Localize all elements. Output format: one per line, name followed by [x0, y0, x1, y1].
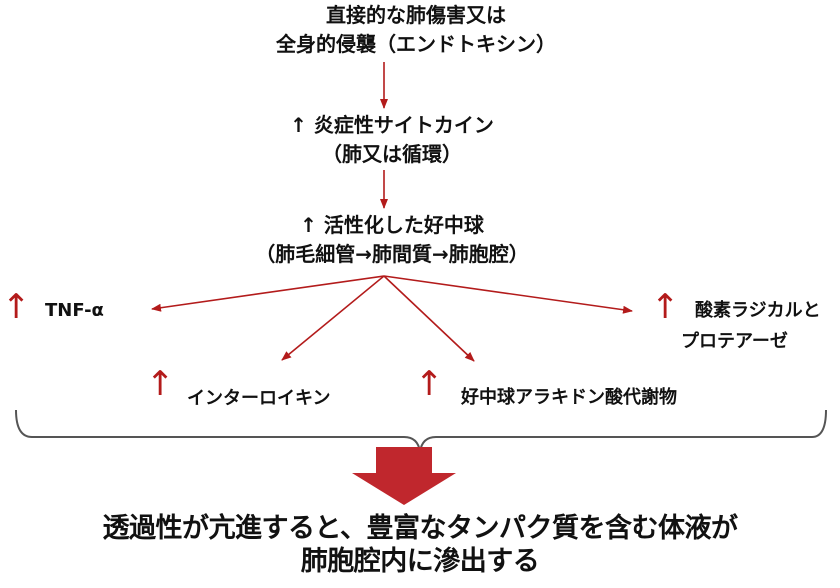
big-down-arrow — [352, 447, 456, 505]
neutrophils-line2: （肺毛細管→肺間質→肺胞腔） — [255, 242, 529, 266]
interleukin-label: インターロイキン — [187, 388, 331, 409]
arrow-to-tnf — [151, 275, 385, 312]
grouping-brace — [15, 409, 827, 453]
radicals-line1: 酸素ラジカルと — [695, 300, 821, 321]
arachidonic-label: 好中球アラキドン酸代謝物 — [461, 387, 677, 408]
conclusion-text: 透過性が亢進すると、豊富なタンパク質を含む体液が 肺胞腔内に滲出する — [103, 515, 738, 575]
cytokines-line1: ↑ 炎症性サイトカイン — [290, 113, 494, 137]
injury-line2: 全身的侵襲（エンドトキシン） — [276, 32, 556, 56]
arachidonic-up-arrow-icon: ↑ — [415, 364, 444, 404]
tnf-label: TNF-α — [45, 300, 104, 321]
conclusion-line1: 透過性が亢進すると、豊富なタンパク質を含む体液が — [102, 513, 738, 544]
arrow-to-arachidonic — [383, 275, 475, 362]
arrow-to-interleukin — [281, 275, 385, 361]
conclusion-line2: 肺胞腔内に滲出する — [300, 546, 540, 577]
arrow-to-radicals — [383, 275, 633, 314]
tnf-up-arrow-icon: ↑ — [2, 287, 31, 327]
cytokines-node: ↑ 炎症性サイトカイン （肺又は循環） — [290, 115, 494, 164]
radicals-line2: プロテアーゼ — [681, 331, 788, 352]
injury-node: 直接的な肺傷害又は 全身的侵襲（エンドトキシン） — [276, 5, 556, 54]
cytokines-line2: （肺又は循環） — [321, 142, 462, 166]
radicals-up-arrow-icon: ↑ — [651, 287, 680, 327]
neutrophils-line1: ↑ 活性化した好中球 — [300, 213, 484, 237]
neutrophils-node: ↑ 活性化した好中球 （肺毛細管→肺間質→肺胞腔） — [255, 215, 529, 264]
injury-line1: 直接的な肺傷害又は — [326, 3, 506, 27]
interleukin-up-arrow-icon: ↑ — [146, 364, 175, 404]
